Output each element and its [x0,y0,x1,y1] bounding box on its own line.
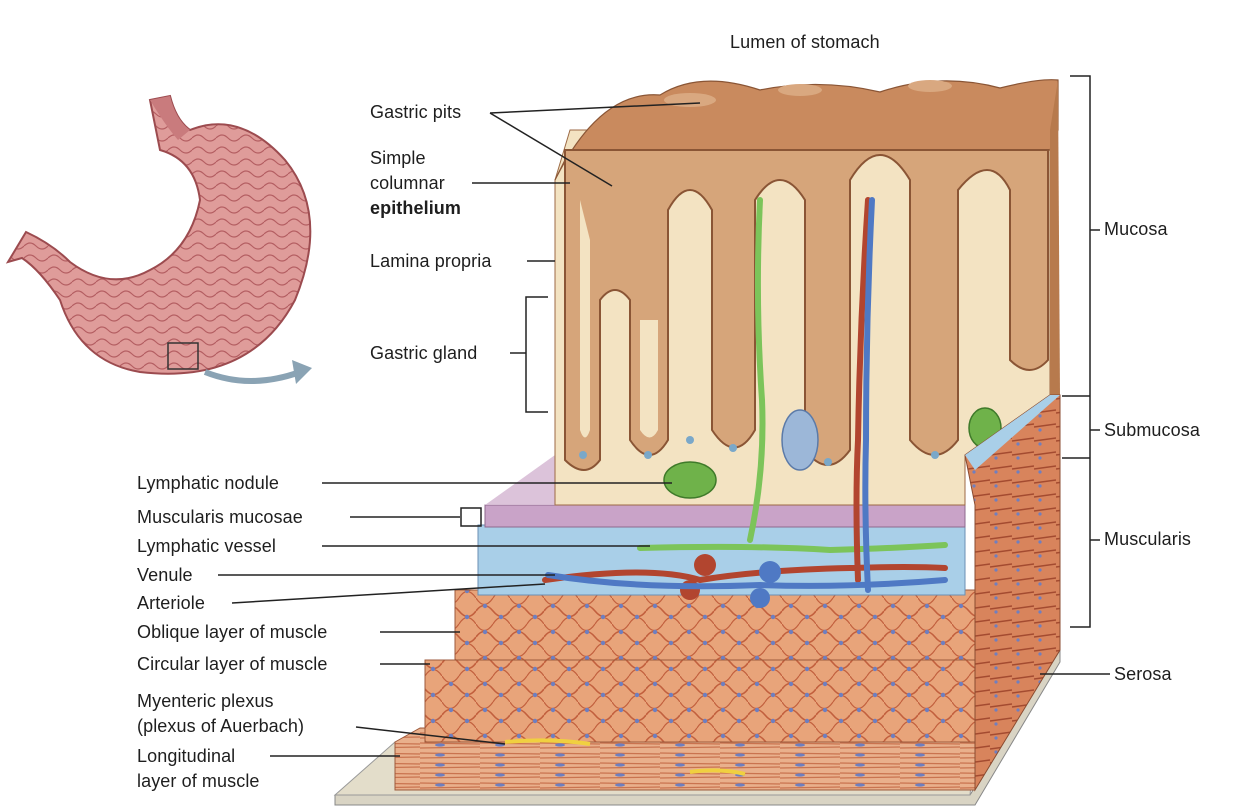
label-oblique-layer: Oblique layer of muscle [137,622,328,642]
label-gastric-pits: Gastric pits [370,102,462,122]
label-longitudinal-2: layer of muscle [137,771,260,791]
label-lumen: Lumen of stomach [730,32,880,52]
label-longitudinal-1: Longitudinal [137,746,236,766]
label-gastric-gland: Gastric gland [370,343,478,363]
circular-muscle-layer [424,659,976,743]
label-lamina-propria: Lamina propria [370,251,492,271]
label-venule: Venule [137,565,193,585]
label-lymphatic-nodule: Lymphatic nodule [137,473,280,493]
gastric-glands [564,149,1049,471]
label-myenteric-1: Myenteric plexus [137,691,274,711]
label-muscularis: Muscularis [1104,529,1192,549]
block-side-face [1050,80,1060,395]
label-muscularis-mucosae: Muscularis mucosae [137,507,303,527]
arteriole [542,197,948,584]
label-serosa: Serosa [1114,664,1172,684]
stomach-inset [5,94,312,384]
label-lymphatic-vessel: Lymphatic vessel [137,536,276,556]
venule [545,197,948,593]
lymphatic-nodule [663,461,717,499]
label-circular-layer: Circular layer of muscle [137,654,328,674]
label-simple-columnar-1: Simple [370,148,426,168]
lymphatic-vessel [637,197,948,554]
myenteric-plexus [504,738,746,776]
label-myenteric-2: (plexus of Auerbach) [137,716,305,736]
label-arteriole: Arteriole [137,593,205,613]
label-simple-columnar-3: epithelium [370,198,462,218]
muscularis-mucosae-layer [484,504,966,528]
label-mucosa: Mucosa [1104,219,1168,239]
inset-box [167,342,199,370]
oblique-muscle-layer [454,589,976,661]
inset-arrow [203,369,302,384]
stomach-outline [5,94,312,375]
label-submucosa: Submucosa [1104,420,1200,440]
tissue-block [333,79,1061,806]
leader-lines [218,75,1110,757]
label-simple-columnar-2: columnar [370,173,445,193]
